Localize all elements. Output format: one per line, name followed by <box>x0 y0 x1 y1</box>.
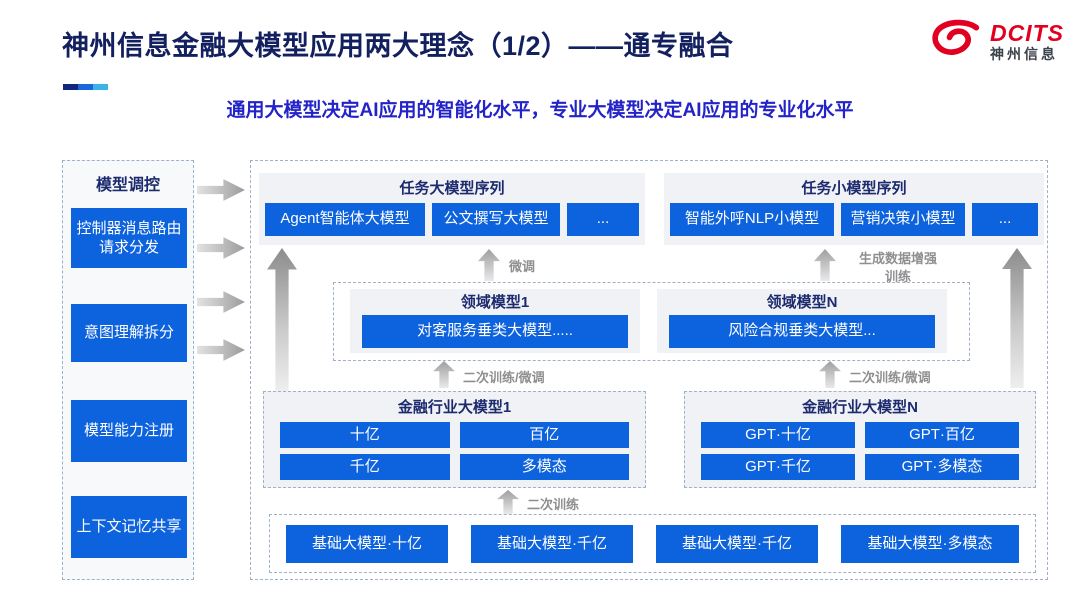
node-gpt-multimodal: GPT·多模态 <box>865 454 1019 480</box>
node-ten-billion: 百亿 <box>459 422 629 448</box>
panel-industry-model-1: 金融行业大模型1 十亿 百亿 千亿 多模态 <box>263 391 646 488</box>
subtitle: 通用大模型决定AI应用的智能化水平，专业大模型决定AI应用的专业化水平 <box>226 100 854 121</box>
sidebar-item-intent: 意图理解拆分 <box>71 304 187 362</box>
up-arrow-icon <box>814 249 836 281</box>
node-base-model-hundred-billion-1: 基础大模型·千亿 <box>471 525 633 563</box>
logo-brand: DCITS <box>990 20 1064 47</box>
up-arrow-icon <box>497 490 519 514</box>
node-billion: 十亿 <box>280 422 450 448</box>
tall-up-arrow-icon <box>1002 248 1032 388</box>
label-gen-data-training: 生成数据增强 训练 <box>858 251 937 284</box>
node-hundred-billion: 千亿 <box>280 454 450 480</box>
right-arrow-icon <box>197 339 245 361</box>
panel-domain-model-n: 领域模型N 风险合规垂类大模型... <box>657 289 947 353</box>
node-base-model-hundred-billion-2: 基础大模型·千亿 <box>656 525 818 563</box>
node-agent-model: Agent智能体大模型 <box>265 203 425 236</box>
panel-task-small-models: 任务小模型序列 智能外呼NLP小模型 营销决策小模型 ... <box>664 173 1044 245</box>
node-base-model-billion: 基础大模型·十亿 <box>286 525 448 563</box>
panel-title: 领域模型N <box>766 294 838 311</box>
label-finetune: 微调 <box>509 259 536 274</box>
node-marketing-model: 营销决策小模型 <box>841 203 965 236</box>
up-arrow-icon <box>478 249 500 281</box>
panel-industry-model-n: 金融行业大模型N GPT·十亿 GPT·百亿 GPT·千亿 GPT·多模态 <box>684 391 1036 488</box>
node-customer-service-model: 对客服务垂类大模型..... <box>362 315 628 348</box>
up-arrow-icon <box>819 361 841 388</box>
node-more-models: ... <box>972 203 1038 236</box>
label-retrain-finetune: 二次训练/微调 <box>463 370 545 385</box>
company-logo: DCITS 神州信息 <box>930 18 1064 65</box>
panel-title: 任务大模型序列 <box>399 180 505 197</box>
base-models-container: 基础大模型·十亿 基础大模型·千亿 基础大模型·千亿 基础大模型·多模态 <box>269 514 1036 573</box>
title-underline <box>63 84 108 90</box>
panel-title: 金融行业大模型1 <box>397 399 512 416</box>
node-more-models: ... <box>567 203 639 236</box>
label-retrain: 二次训练 <box>527 497 580 512</box>
panel-domain-model-1: 领域模型1 对客服务垂类大模型..... <box>350 289 640 353</box>
node-gpt-ten-billion: GPT·百亿 <box>865 422 1019 448</box>
panel-title: 领域模型1 <box>460 294 530 311</box>
up-arrow-icon <box>433 361 455 388</box>
label-retrain-finetune: 二次训练/微调 <box>849 370 931 385</box>
panel-title: 任务小模型序列 <box>801 180 907 197</box>
sidebar-item-router: 控制器消息路由请求分发 <box>71 208 187 268</box>
sidebar-item-context: 上下文记忆共享 <box>71 496 187 558</box>
node-base-model-multimodal: 基础大模型·多模态 <box>841 525 1019 563</box>
node-risk-compliance-model: 风险合规垂类大模型... <box>669 315 935 348</box>
node-multimodal: 多模态 <box>459 454 629 480</box>
sidebar-model-control: 模型调控 控制器消息路由请求分发 意图理解拆分 模型能力注册 上下文记忆共享 <box>62 160 194 580</box>
domain-models-container: 领域模型1 对客服务垂类大模型..... 领域模型N 风险合规垂类大模型... <box>333 282 970 361</box>
node-nlp-outbound-model: 智能外呼NLP小模型 <box>670 203 834 236</box>
logo-brand-cn: 神州信息 <box>990 46 1058 63</box>
right-arrow-icon <box>197 237 245 259</box>
tall-up-arrow-icon <box>267 248 297 391</box>
panel-task-large-models: 任务大模型序列 Agent智能体大模型 公文撰写大模型 ... <box>259 173 645 245</box>
main-diagram: 任务大模型序列 Agent智能体大模型 公文撰写大模型 ... 任务小模型序列 … <box>250 160 1048 580</box>
page-title: 神州信息金融大模型应用两大理念（1/2）——通专融合 <box>62 31 734 61</box>
node-gpt-hundred-billion: GPT·千亿 <box>701 454 855 480</box>
sidebar-title: 模型调控 <box>95 177 160 194</box>
node-gpt-billion: GPT·十亿 <box>701 422 855 448</box>
node-doc-writing-model: 公文撰写大模型 <box>432 203 560 236</box>
dcits-swirl-icon <box>930 18 982 65</box>
panel-title: 金融行业大模型N <box>802 399 918 416</box>
right-arrow-icon <box>197 179 245 201</box>
sidebar-item-registry: 模型能力注册 <box>71 400 187 462</box>
right-arrow-icon <box>197 291 245 313</box>
